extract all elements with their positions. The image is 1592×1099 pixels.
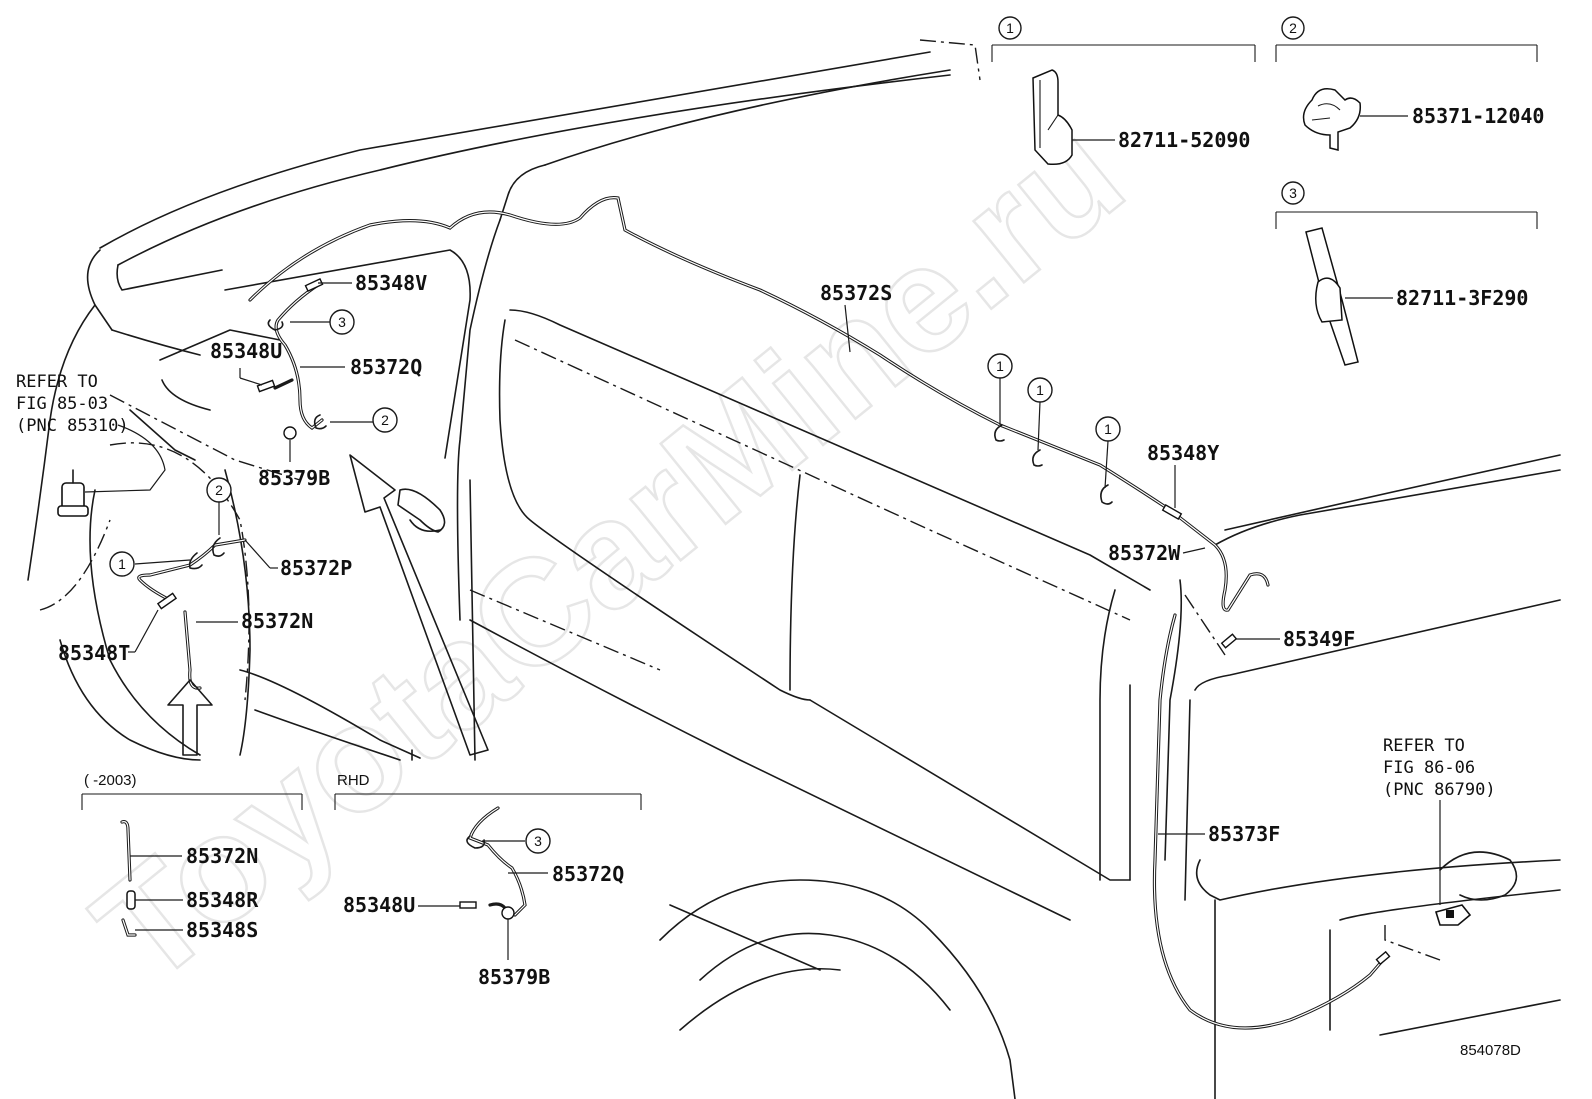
part-label-85373F: 85373F (1208, 822, 1280, 846)
svg-text:REFER TO: REFER TO (16, 372, 98, 392)
section-title-rhd: RHD (337, 772, 370, 789)
inset-clamp-1: 1 82711-52090 (991, 16, 1256, 166)
inset-clamp-2: 2 85371-12040 (1275, 16, 1544, 151)
part-label-85372N: 85372N (241, 609, 313, 633)
svg-text:(PNC 86790): (PNC 86790) (1383, 780, 1496, 800)
callout-number: 3 (338, 314, 346, 330)
view-arrow-up (167, 679, 213, 756)
part-label-85372W: 85372W (1108, 541, 1181, 565)
part-label-85348R: 85348R (186, 888, 259, 912)
callout-number: 2 (215, 482, 223, 498)
part-label-85349F: 85349F (1283, 627, 1355, 651)
view-arrow-diagonal (349, 454, 489, 756)
part-label-85371-12040: 85371-12040 (1412, 104, 1544, 128)
callout-number: 2 (381, 412, 389, 428)
callout-number: 1 (118, 556, 126, 572)
washer-hose-front-lower (137, 378, 294, 690)
part-label-85372N: 85372N (186, 844, 258, 868)
reference-note-front: REFER TO FIG 85-03 (PNC 85310) (16, 372, 166, 493)
part-label-85348S: 85348S (186, 918, 258, 942)
callout-number: 1 (1036, 382, 1044, 398)
washer-hose-85372Q (274, 283, 324, 430)
washer-hose-85373F (1152, 613, 1385, 1030)
diagram-id: 854078D (1460, 1042, 1521, 1059)
part-label-82711-52090: 82711-52090 (1118, 128, 1250, 152)
part-label-85348U: 85348U (343, 893, 415, 917)
vehicle-body-outline (27, 39, 1561, 1099)
section-rhd: RHD 3 85372Q 85348U 85379B (334, 772, 642, 989)
rear-washer-nozzle (1434, 904, 1472, 926)
washer-pump (57, 469, 89, 517)
part-label-82711-3F290: 82711-3F290 (1396, 286, 1528, 310)
connectors (156, 277, 1391, 966)
part-label-85372Q: 85372Q (552, 862, 624, 886)
part-label-85348Y: 85348Y (1147, 441, 1219, 465)
part-labels: 85348V 85348U 85372Q 85379B 85372P 85372… (58, 271, 1355, 846)
part-label-85348T: 85348T (58, 641, 130, 665)
part-label-85372P: 85372P (280, 556, 352, 580)
hose-clips (188, 319, 1113, 570)
callout-number: 3 (1289, 185, 1297, 201)
washer-hose-85372S (248, 196, 1270, 612)
callout-number: 3 (534, 833, 542, 849)
svg-text:FIG 85-03: FIG 85-03 (16, 394, 108, 414)
callout-number: 1 (996, 358, 1004, 374)
inset-clamp-3: 3 82711-3F290 (1275, 181, 1538, 366)
part-label-85372Q: 85372Q (350, 355, 422, 379)
callout-number: 2 (1289, 20, 1297, 36)
part-label-85372S: 85372S (820, 281, 892, 305)
callout-number: 1 (1006, 20, 1014, 36)
callout-number: 1 (1104, 421, 1112, 437)
part-label-85379B: 85379B (478, 965, 550, 989)
part-label-85348U: 85348U (210, 339, 282, 363)
svg-text:REFER TO: REFER TO (1383, 736, 1465, 756)
section-pre-2003: ( -2003) 85372N 85348R 85348S (81, 772, 303, 942)
section-title-pre-2003: ( -2003) (84, 772, 137, 789)
part-label-85348V: 85348V (355, 271, 427, 295)
reference-note-rear: REFER TO FIG 86-06 (PNC 86790) (1383, 736, 1496, 905)
part-label-85379B: 85379B (258, 466, 330, 490)
svg-text:FIG 86-06: FIG 86-06 (1383, 758, 1475, 778)
callouts-main: 3 2 2 1 1 1 1 (109, 309, 1121, 577)
svg-text:(PNC 85310): (PNC 85310) (16, 416, 129, 436)
